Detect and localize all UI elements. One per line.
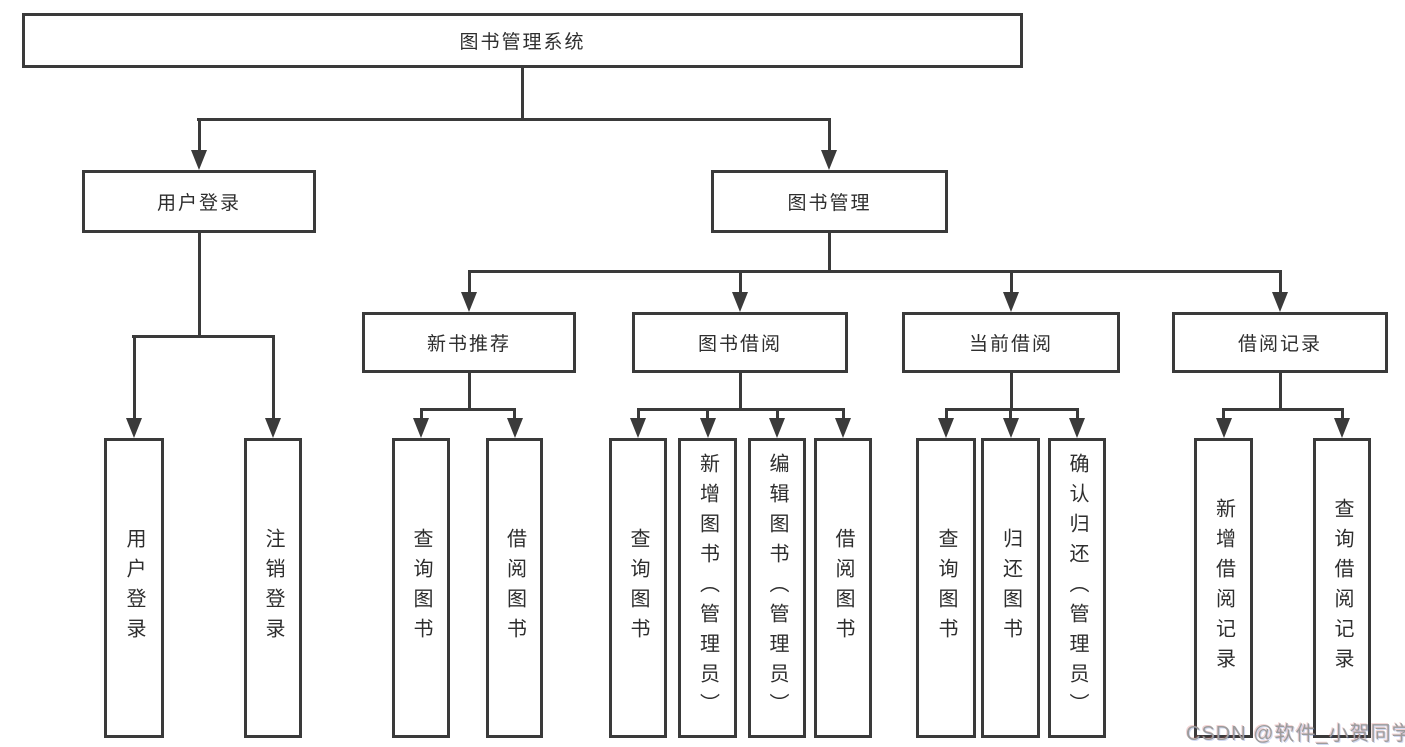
connector-line-vertical <box>828 233 831 270</box>
connector-line-vertical <box>1010 270 1013 294</box>
leaf-query-books-recommend: 查询图书 <box>392 438 450 738</box>
arrow-down-icon <box>732 292 748 312</box>
node-book-management: 图书管理 <box>711 170 948 233</box>
leaf-user-login-label: 用户登录 <box>123 528 145 648</box>
leaf-borrow-books-borrowing-label: 借阅图书 <box>832 528 854 648</box>
connector-line-vertical <box>945 408 948 418</box>
connector-line-vertical <box>1076 408 1079 418</box>
leaf-query-books-borrowing: 查询图书 <box>609 438 667 738</box>
leaf-logout: 注销登录 <box>244 438 302 738</box>
connector-line-vertical <box>1009 408 1012 418</box>
arrow-down-icon <box>938 418 954 438</box>
leaf-add-borrow-record: 新增借阅记录 <box>1194 438 1253 738</box>
connector-line-vertical <box>468 270 471 294</box>
connector-line-vertical <box>828 118 831 152</box>
csdn-watermark: CSDN @软件_小贺同学 <box>1186 723 1405 745</box>
connector-line-vertical <box>1222 408 1225 418</box>
node-book-borrowing-label: 图书借阅 <box>697 334 782 355</box>
arrow-down-icon <box>1216 418 1232 438</box>
arrow-down-icon <box>265 418 281 438</box>
connector-line-vertical <box>1279 373 1282 408</box>
connector-line-vertical <box>513 408 516 418</box>
connector-line-vertical <box>468 373 471 408</box>
connector-line-vertical <box>739 270 742 294</box>
node-borrowing-records-label: 借阅记录 <box>1237 334 1322 355</box>
leaf-add-book-admin: 新增图书（管理员） <box>678 438 737 738</box>
connector-line-vertical <box>1010 373 1013 408</box>
leaf-edit-book-admin-label: 编辑图书（管理员） <box>766 453 788 723</box>
arrow-down-icon <box>630 418 646 438</box>
leaf-edit-book-admin: 编辑图书（管理员） <box>748 438 806 738</box>
arrow-down-icon <box>1272 292 1288 312</box>
node-current-borrowing-label: 当前借阅 <box>968 334 1053 355</box>
leaf-logout-label: 注销登录 <box>262 528 284 648</box>
connector-line-horizontal <box>945 408 1079 411</box>
arrow-down-icon <box>126 418 142 438</box>
arrow-down-icon <box>1003 292 1019 312</box>
arrow-down-icon <box>769 418 785 438</box>
arrow-down-icon <box>700 418 716 438</box>
connector-line-horizontal <box>468 270 1282 273</box>
leaf-return-book: 归还图书 <box>981 438 1040 738</box>
connector-line-vertical <box>198 233 201 335</box>
node-book-borrowing: 图书借阅 <box>632 312 848 373</box>
node-current-borrowing: 当前借阅 <box>902 312 1120 373</box>
connector-line-vertical <box>637 408 640 418</box>
leaf-borrow-books-recommend: 借阅图书 <box>486 438 543 738</box>
node-book-management-label: 图书管理 <box>787 193 872 214</box>
connector-line-horizontal <box>132 335 275 338</box>
leaf-query-borrow-record: 查询借阅记录 <box>1313 438 1371 738</box>
leaf-add-book-admin-label: 新增图书（管理员） <box>696 453 719 723</box>
connector-line-horizontal <box>420 408 516 411</box>
leaf-add-borrow-record-label: 新增借阅记录 <box>1212 498 1235 678</box>
connector-line-horizontal <box>637 408 845 411</box>
connector-line-vertical <box>1341 408 1344 418</box>
leaf-query-books-borrowing-label: 查询图书 <box>627 528 649 648</box>
connector-line-vertical <box>842 408 845 418</box>
arrow-down-icon <box>1003 418 1019 438</box>
connector-line-vertical <box>706 408 709 418</box>
node-borrowing-records: 借阅记录 <box>1172 312 1388 373</box>
arrow-down-icon <box>835 418 851 438</box>
leaf-borrow-books-borrowing: 借阅图书 <box>814 438 872 738</box>
leaf-query-books-current: 查询图书 <box>916 438 976 738</box>
node-new-book-recommendation: 新书推荐 <box>362 312 576 373</box>
node-root-label: 图书管理系统 <box>459 32 586 53</box>
arrow-down-icon <box>191 150 207 170</box>
leaf-return-book-label: 归还图书 <box>999 528 1022 648</box>
arrow-down-icon <box>821 150 837 170</box>
connector-line-horizontal <box>1222 408 1344 411</box>
leaf-query-books-current-label: 查询图书 <box>935 528 957 648</box>
node-root-library-system: 图书管理系统 <box>22 13 1023 68</box>
connector-line-vertical <box>272 335 275 418</box>
leaf-confirm-return-admin: 确认归还（管理员） <box>1048 438 1106 738</box>
connector-line-vertical <box>133 335 136 418</box>
connector-line-vertical <box>739 373 742 408</box>
connector-line-horizontal <box>197 118 831 121</box>
connector-line-vertical <box>776 408 779 418</box>
leaf-borrow-books-recommend-label: 借阅图书 <box>503 528 526 648</box>
node-user-login-label: 用户登录 <box>156 193 241 214</box>
connector-line-vertical <box>521 68 524 118</box>
leaf-user-login: 用户登录 <box>104 438 164 738</box>
connector-line-vertical <box>198 118 201 152</box>
leaf-query-books-recommend-label: 查询图书 <box>410 528 432 648</box>
arrow-down-icon <box>461 292 477 312</box>
arrow-down-icon <box>507 418 523 438</box>
leaf-query-borrow-record-label: 查询借阅记录 <box>1331 498 1353 678</box>
arrow-down-icon <box>413 418 429 438</box>
connector-line-vertical <box>1279 270 1282 294</box>
arrow-down-icon <box>1334 418 1350 438</box>
node-user-login: 用户登录 <box>82 170 316 233</box>
leaf-confirm-return-admin-label: 确认归还（管理员） <box>1066 453 1088 723</box>
arrow-down-icon <box>1069 418 1085 438</box>
node-new-book-recommendation-label: 新书推荐 <box>426 334 511 355</box>
connector-line-vertical <box>420 408 423 418</box>
